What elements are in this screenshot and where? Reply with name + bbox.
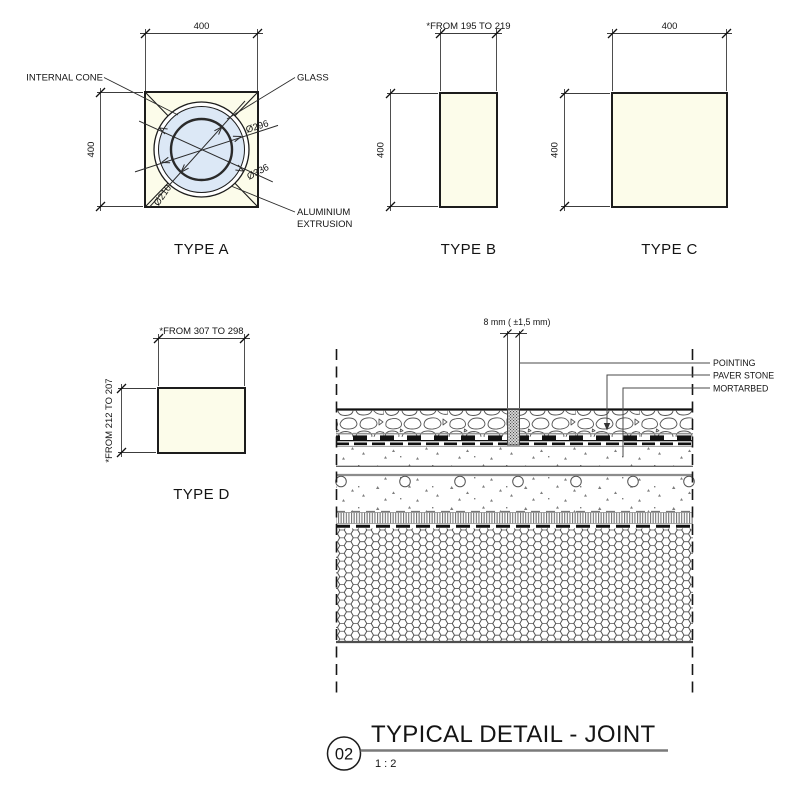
type-b-body [439, 92, 498, 208]
type-a-title: TYPE A [174, 241, 229, 258]
callout-pointing: POINTING [713, 358, 756, 368]
type-d-body [157, 387, 246, 454]
joint-section: 8 mm ( ±1,5 mm) POINTING PAVER STONE MOR… [335, 317, 774, 699]
paver-stone-arrowhead [603, 423, 611, 431]
detail-title: TYPICAL DETAIL - JOINT [371, 721, 655, 748]
type-c-detail: 400 400 TYPE C [550, 21, 732, 258]
aluminium-extrusion-label-1: ALUMINIUM [297, 207, 350, 218]
type-b-detail: *FROM 195 TO 219 400 TYPE B [376, 21, 511, 258]
type-d-title: TYPE D [173, 486, 230, 503]
type-b-title: TYPE B [441, 241, 497, 258]
honeycomb-band [336, 528, 693, 642]
detail-scale: 1 : 2 [375, 758, 396, 770]
type-c-left-dim [559, 88, 610, 212]
type-c-body [611, 92, 728, 208]
type-a-width-dim: 400 [194, 21, 210, 32]
type-a-leader-lines [103, 77, 296, 213]
insulation-board-band [336, 512, 693, 524]
type-a-height-dim: 400 [86, 142, 97, 158]
pointing-joint-strip [507, 409, 520, 446]
gap-dim-lines [500, 329, 527, 408]
glass-label: GLASS [297, 73, 329, 84]
diameter-dim-lines [134, 100, 279, 207]
type-a-top-dim [140, 28, 263, 91]
type-b-width-dim: *FROM 195 TO 219 [426, 21, 510, 32]
type-d-height-dim: *FROM 212 TO 207 [104, 378, 115, 462]
type-d-detail: *FROM 307 TO 298 *FROM 212 TO 207 TYPE D [104, 326, 250, 503]
type-a-detail: Ø296 Ø336 Ø210 INTERNAL CONE GLASS ALUMI… [26, 21, 352, 258]
type-d-width-dim: *FROM 307 TO 298 [159, 326, 243, 337]
type-c-top-dim [607, 28, 732, 91]
type-a-left-dim [95, 87, 143, 212]
type-c-width-dim: 400 [662, 21, 678, 32]
type-d-left-dim [116, 383, 156, 458]
gap-dim-label: 8 mm ( ±1,5 mm) [484, 317, 551, 327]
mortarbed-band [336, 447, 693, 466]
detail-number: 02 [335, 746, 353, 764]
type-c-height-dim: 400 [550, 142, 561, 158]
break-lines [335, 349, 694, 699]
internal-cone-circle [169, 117, 234, 182]
internal-cone-label: INTERNAL CONE [26, 73, 103, 84]
callout-leader-lines [519, 362, 710, 457]
type-c-title: TYPE C [641, 241, 698, 258]
type-d-top-dim [153, 333, 250, 386]
callout-paver-stone: PAVER STONE [713, 371, 774, 381]
callout-mortarbed: MORTARBED [713, 384, 768, 394]
type-b-left-dim [385, 88, 438, 212]
aluminium-extrusion-label-2: EXTRUSION [297, 219, 353, 230]
type-b-height-dim: 400 [376, 142, 387, 158]
type-b-top-dim [435, 28, 502, 91]
title-block: 02 TYPICAL DETAIL - JOINT 1 : 2 [326, 721, 668, 771]
detail-number-bubble [326, 736, 362, 771]
